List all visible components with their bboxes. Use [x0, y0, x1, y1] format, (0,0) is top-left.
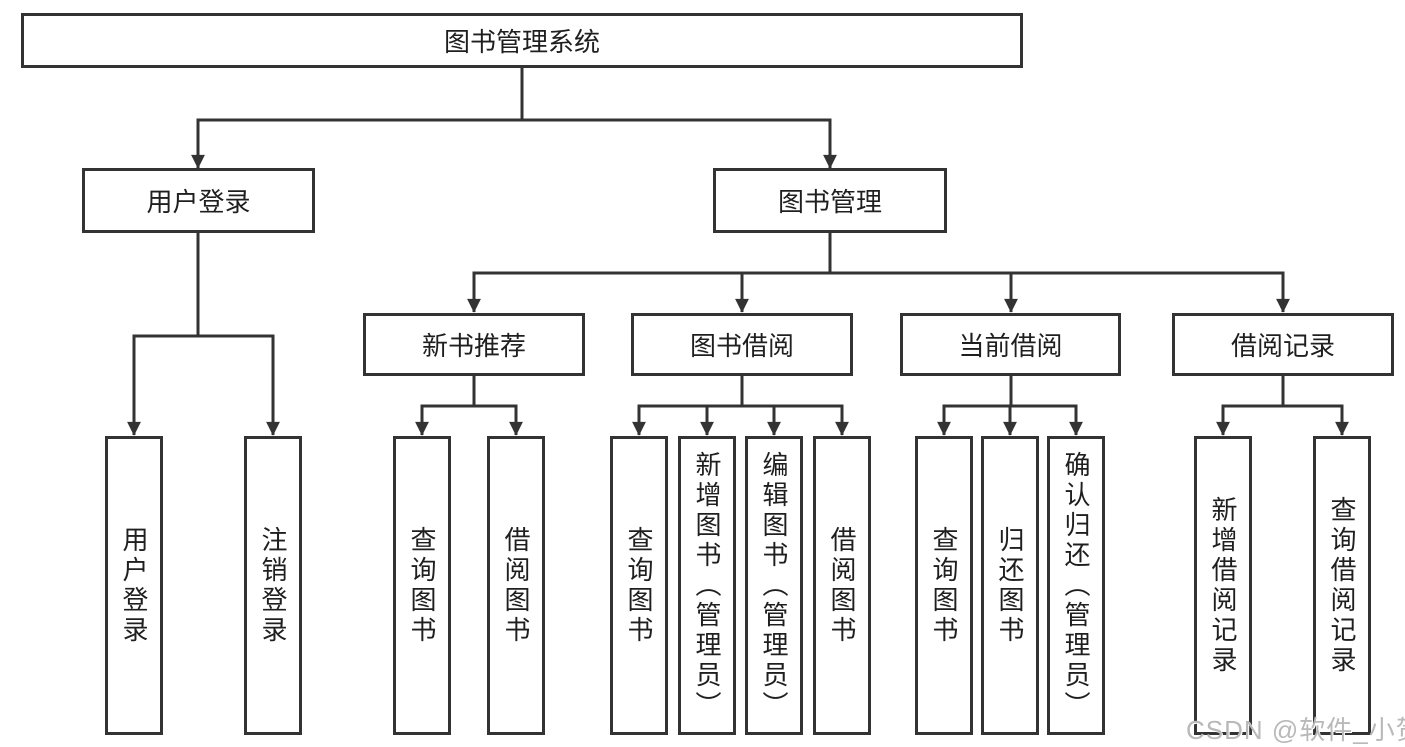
node-query-books-3: 查询图书	[915, 436, 973, 735]
node-add-books-admin: 新增图书（管理员）	[678, 436, 736, 735]
node-add-borrow-record: 新增借阅记录	[1194, 436, 1252, 735]
node-logout: 注销登录	[244, 436, 302, 735]
node-book-mgmt: 图书管理	[713, 168, 947, 233]
node-query-books-2: 查询图书	[610, 436, 668, 735]
node-return-books: 归还图书	[981, 436, 1039, 735]
node-user-login-leaf: 用户登录	[105, 436, 163, 735]
node-label: 查询图书	[624, 525, 654, 646]
node-query-borrow-record: 查询借阅记录	[1313, 436, 1371, 735]
node-label: 图书借阅	[689, 331, 794, 361]
node-query-books-1: 查询图书	[393, 436, 451, 735]
node-edit-books-admin: 编辑图书（管理员）	[745, 436, 803, 735]
node-label: 新增图书（管理员）	[692, 450, 722, 721]
node-book-borrow: 图书借阅	[631, 313, 853, 376]
node-new-book-rec: 新书推荐	[363, 313, 585, 376]
tree-branch-lines	[132, 66, 1344, 408]
node-label: 新书推荐	[421, 331, 526, 361]
node-confirm-return-admin: 确认归还（管理员）	[1047, 436, 1105, 735]
node-borrow-record: 借阅记录	[1172, 313, 1394, 376]
node-label: 新增借阅记录	[1208, 495, 1238, 676]
node-label: 用户登录	[119, 525, 149, 646]
node-label: 借阅图书	[501, 525, 531, 646]
node-label: 确认归还（管理员）	[1061, 450, 1091, 721]
node-label: 编辑图书（管理员）	[759, 450, 789, 721]
node-current-borrow: 当前借阅	[900, 313, 1121, 376]
node-label: 当前借阅	[958, 331, 1063, 361]
node-library-system: 图书管理系统	[21, 13, 1023, 68]
node-label: 查询借阅记录	[1327, 495, 1357, 676]
node-label: 图书管理	[777, 187, 882, 217]
node-label: 查询图书	[929, 525, 959, 646]
node-user-login: 用户登录	[82, 168, 315, 233]
node-label: 归还图书	[995, 525, 1025, 646]
node-borrow-books-1: 借阅图书	[487, 436, 545, 735]
node-label: 注销登录	[258, 525, 288, 646]
node-borrow-books-2: 借阅图书	[813, 436, 871, 735]
node-label: 借阅图书	[827, 525, 857, 646]
node-label: 图书管理系统	[443, 27, 600, 57]
node-label: 用户登录	[146, 187, 251, 217]
node-label: 查询图书	[407, 525, 437, 646]
node-label: 借阅记录	[1230, 331, 1335, 361]
csdn-watermark: CSDN @软件_小贺同学	[1186, 715, 1405, 745]
